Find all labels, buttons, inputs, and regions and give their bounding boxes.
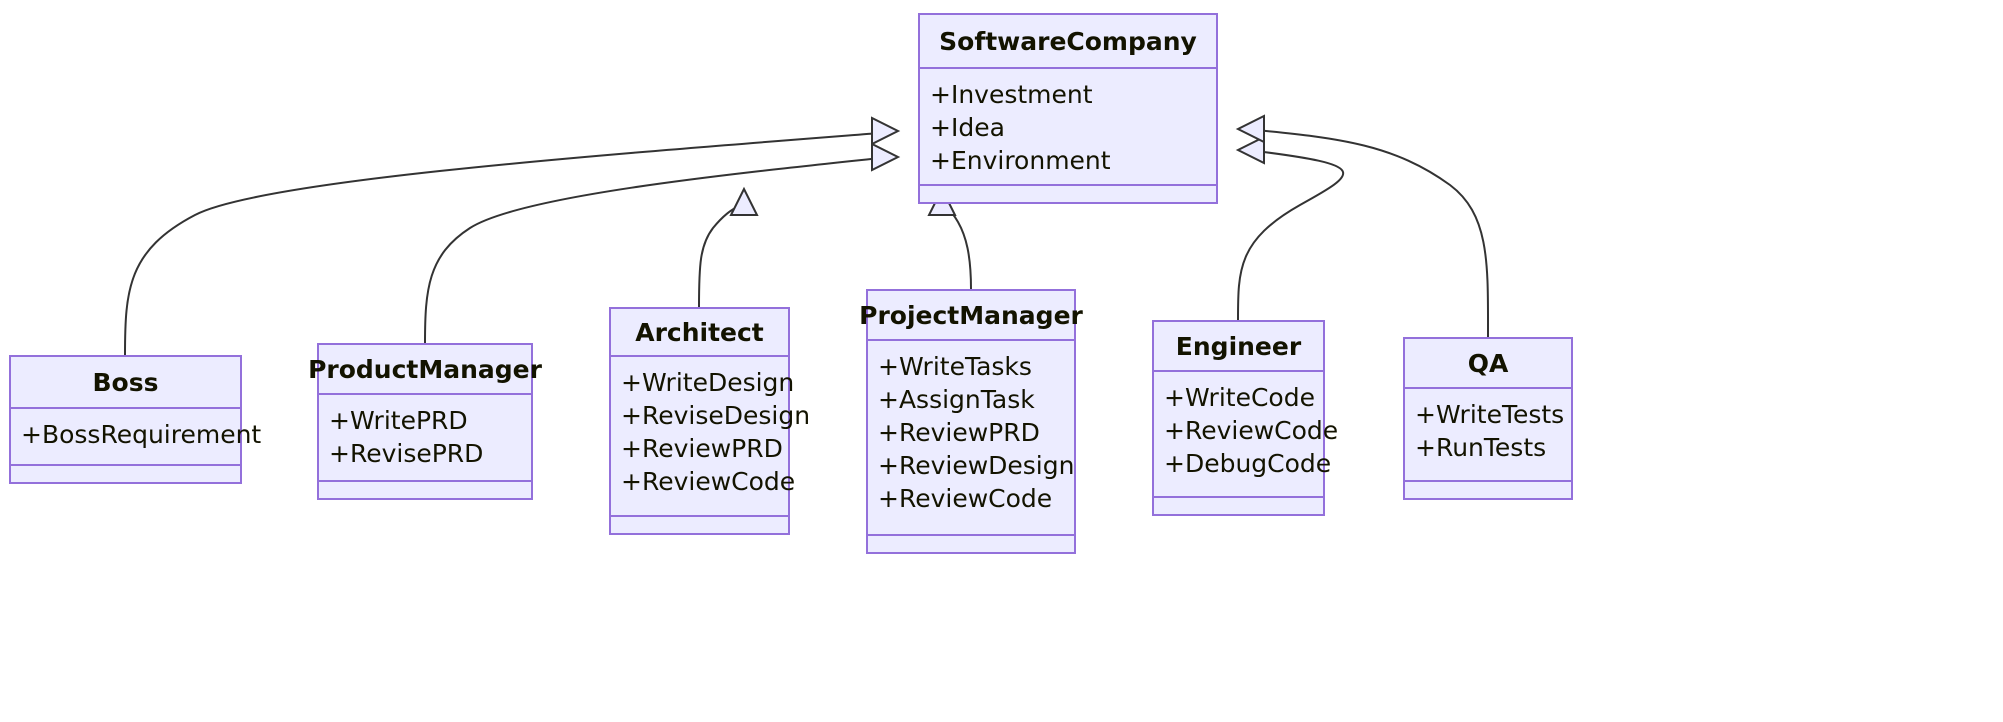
class-node-architect[interactable]: Architect +WriteDesign +ReviseDesign +Revie… [609, 307, 811, 537]
edge-architect-arrowhead [729, 186, 759, 216]
edge-projectmanager [944, 204, 972, 290]
class-node-title-qa: QA [1405, 339, 1571, 389]
edge-boss-arrowhead [871, 116, 901, 146]
class-node-boss[interactable]: Boss +BossRequirement [9, 355, 262, 486]
class-node-methods-softwarecompany [920, 186, 1216, 206]
class-member: +AssignTask [878, 385, 1035, 414]
class-member: +RunTests [1415, 433, 1547, 462]
edge-architect [698, 204, 741, 308]
edge-engineer [1237, 150, 1345, 321]
class-node-title-productmanager: ProductManager [308, 345, 542, 395]
class-member: +ReviseDesign [621, 401, 811, 430]
class-member: +ReviewPRD [878, 418, 1040, 447]
class-node-methods-boss [11, 466, 240, 486]
class-node-members-projectmanager: +WriteTasks +AssignTask +ReviewPRD +ReviewD… [868, 341, 1074, 536]
class-member: +Idea [930, 113, 1005, 142]
class-member: +DebugCode [1164, 449, 1332, 478]
class-node-title-softwarecompany: SoftwareCompany [920, 15, 1216, 69]
class-node-methods-qa [1405, 482, 1571, 502]
class-node-members-productmanager: +WritePRD +RevisePRD [319, 395, 531, 482]
class-node-productmanager[interactable]: ProductManager +WritePRD +RevisePRD [308, 343, 542, 502]
edge-engineer-arrowhead [1235, 135, 1265, 165]
class-member: +RevisePRD [329, 439, 484, 468]
class-member: +ReviewCode [621, 467, 796, 496]
class-member: +ReviewCode [878, 484, 1053, 513]
class-node-qa[interactable]: QA +WriteTests +RunTests [1403, 337, 1573, 500]
class-node-methods-projectmanager [868, 536, 1074, 556]
class-node-members-softwarecompany: +Investment +Idea +Environment [920, 69, 1216, 186]
edge-productmanager-arrowhead [871, 142, 901, 172]
class-member: +WriteCode [1164, 383, 1315, 412]
class-node-members-engineer: +WriteCode +ReviewCode +DebugCode [1154, 372, 1339, 498]
class-member: +ReviewPRD [621, 434, 783, 463]
class-node-methods-productmanager [319, 482, 531, 502]
class-member: +Environment [930, 146, 1111, 175]
class-member: +ReviewCode [1164, 416, 1339, 445]
class-node-methods-architect [611, 517, 788, 537]
class-node-engineer[interactable]: Engineer +WriteCode +ReviewCode +DebugCode [1152, 320, 1339, 518]
class-node-title-architect: Architect [611, 309, 788, 357]
class-node-softwarecompany[interactable]: SoftwareCompany +Investment +Idea +Environm… [918, 13, 1218, 204]
class-member: +WriteTests [1415, 400, 1565, 429]
class-member: +ReviewDesign [878, 451, 1075, 480]
edge-qa [1255, 129, 1490, 338]
class-node-title-engineer: Engineer [1154, 322, 1323, 372]
class-member: +WritePRD [329, 406, 468, 435]
edge-productmanager [424, 157, 881, 344]
class-node-projectmanager[interactable]: ProjectManager +WriteTasks +AssignTask +Rev… [859, 289, 1083, 556]
class-node-members-boss: +BossRequirement [11, 409, 262, 466]
class-member: +BossRequirement [21, 420, 262, 449]
class-member: +Investment [930, 80, 1093, 109]
edge-qa-arrowhead [1235, 114, 1265, 144]
class-node-members-qa: +WriteTests +RunTests [1405, 389, 1571, 482]
class-node-title-projectmanager: ProjectManager [859, 291, 1083, 341]
class-member: +WriteDesign [621, 368, 795, 397]
edge-path-group [124, 129, 1490, 356]
class-node-title-boss: Boss [11, 357, 240, 409]
class-node-members-architect: +WriteDesign +ReviseDesign +ReviewPRD +Revi… [611, 357, 811, 517]
edge-boss [124, 132, 881, 356]
class-node-methods-engineer [1154, 498, 1323, 518]
class-member: +WriteTasks [878, 352, 1032, 381]
